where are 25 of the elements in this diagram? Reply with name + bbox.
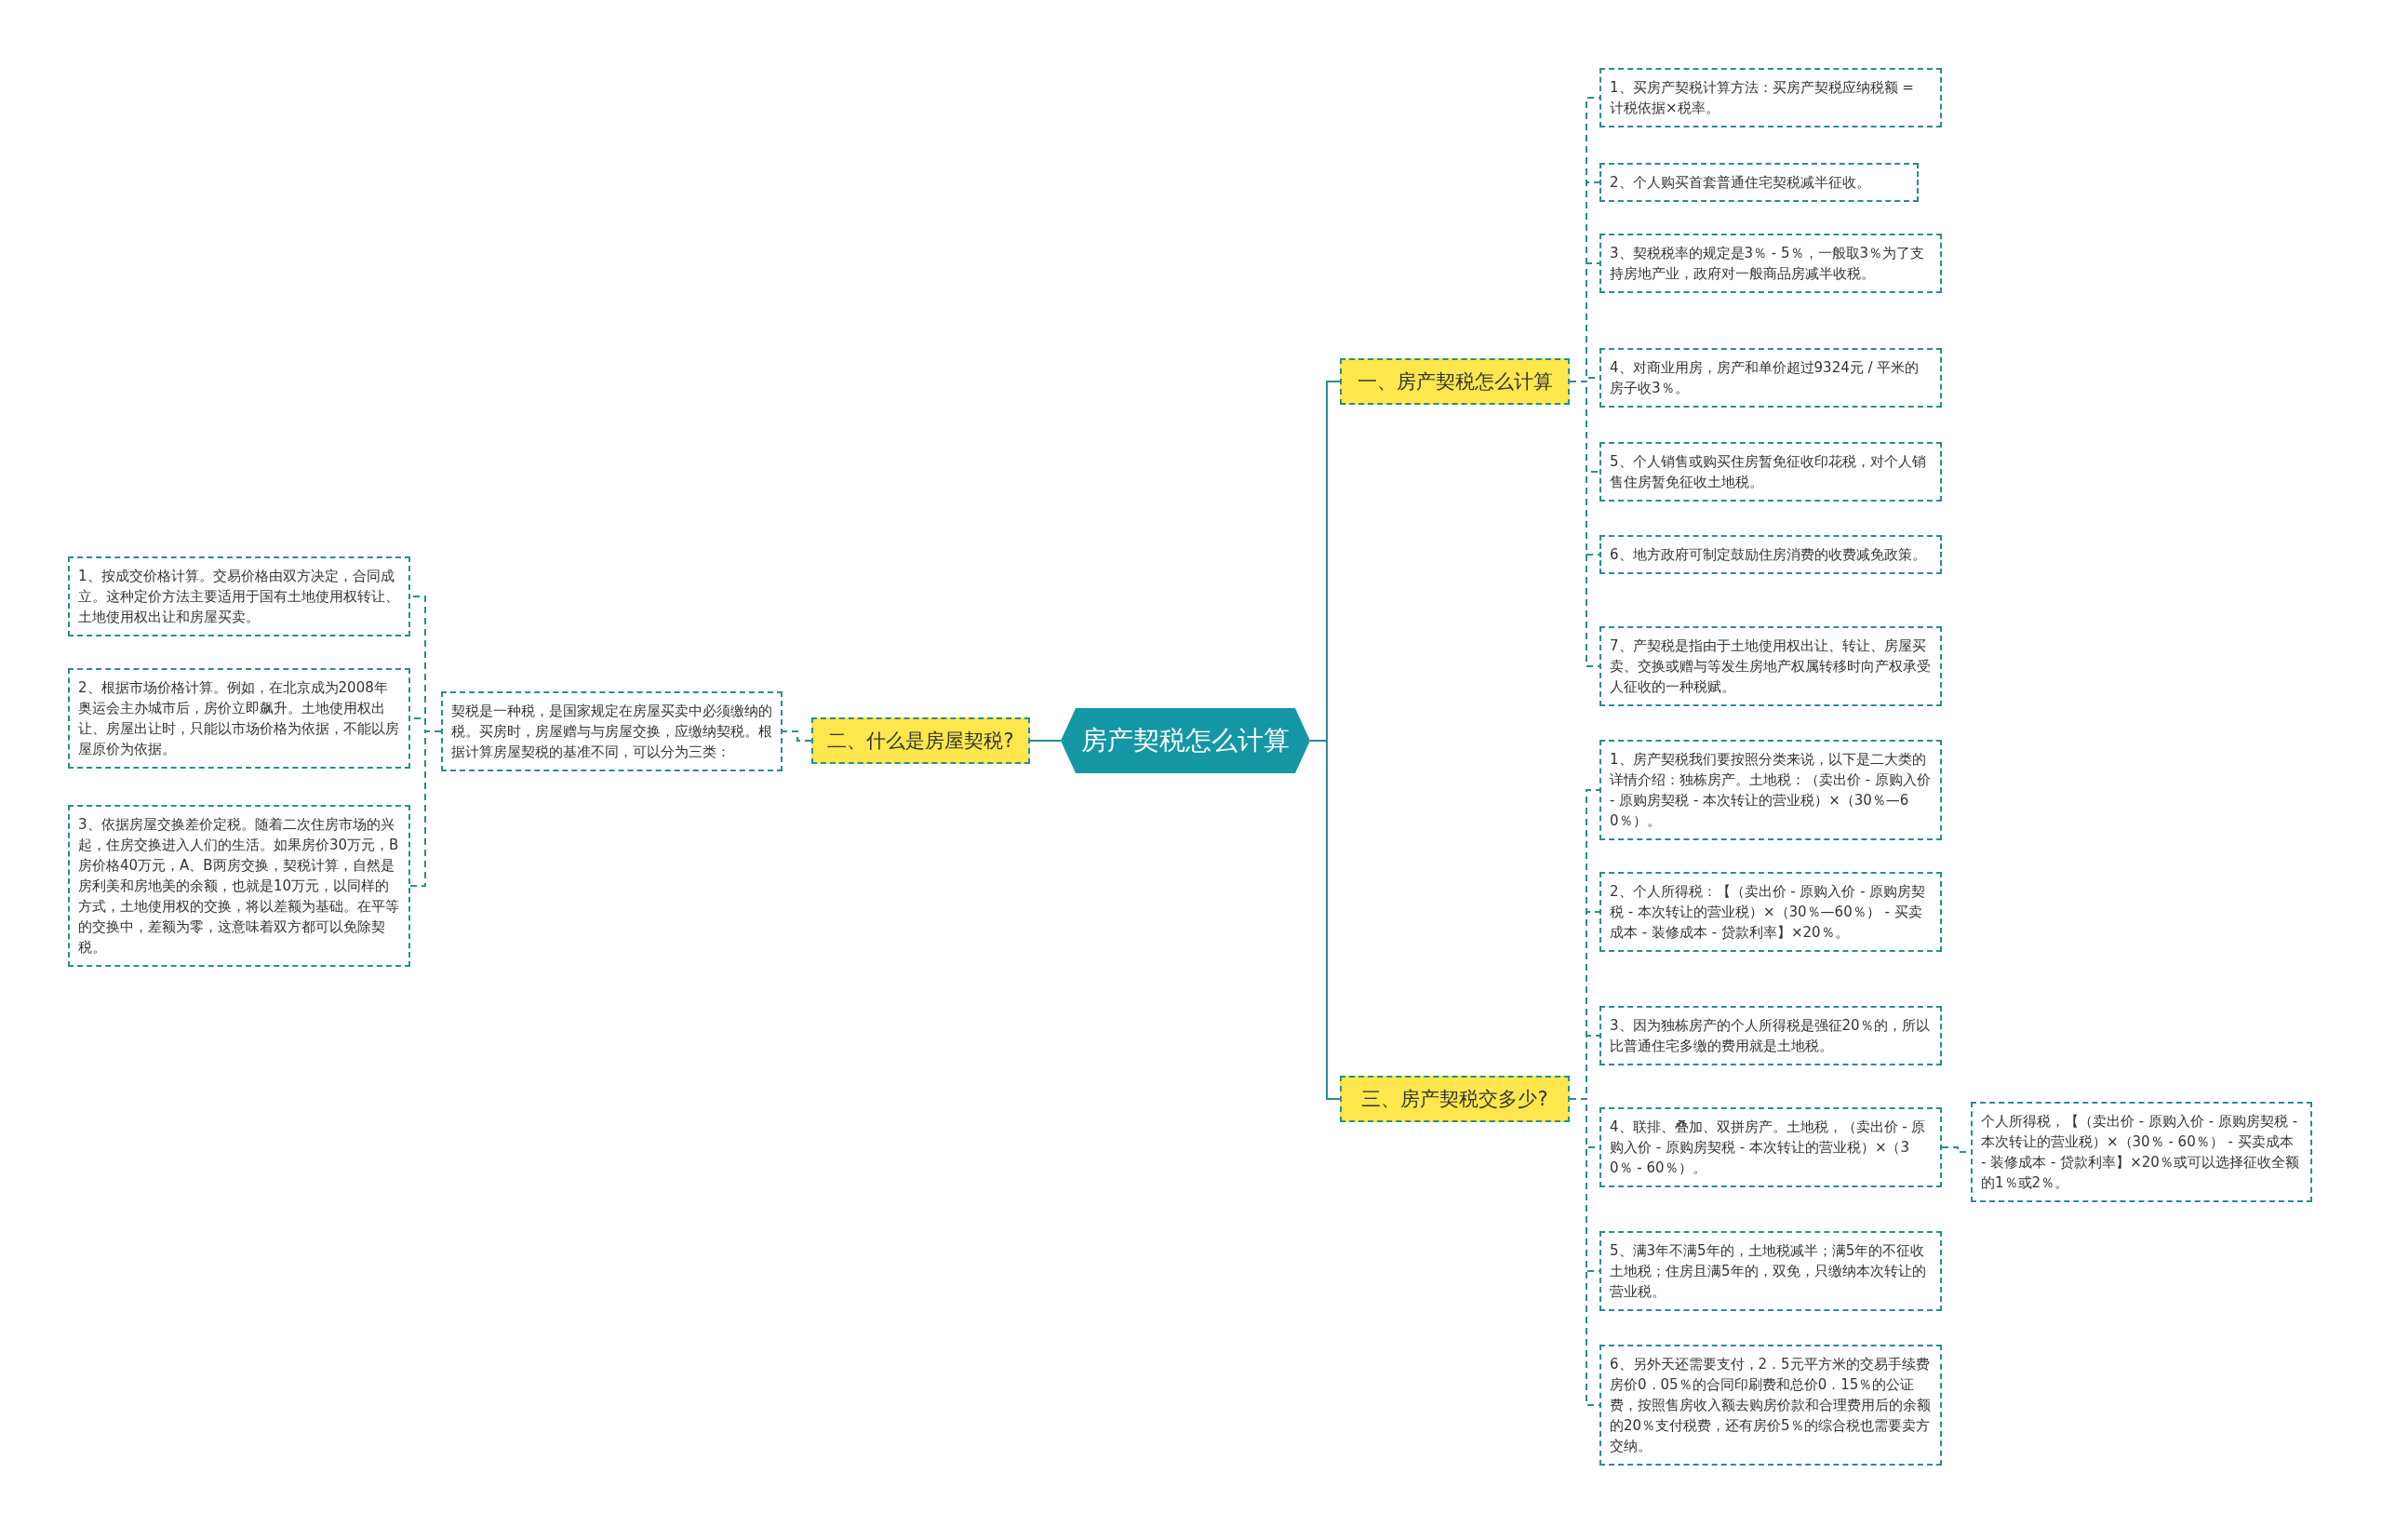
note-box: 3、契税税率的规定是3％ - 5％，一般取3％为了支持房地产业，政府对一般商品房减半收税。	[1599, 234, 1942, 293]
note-box: 5、个人销售或购买住房暂免征收印花税，对个人销售住房暂免征收土地税。	[1599, 442, 1942, 502]
note-box: 2、根据市场价格计算。例如，在北京成为2008年奥运会主办城市后，房价立即飙升。土地使用权出让、房屋出让时，只能以市场价格为依据，不能以房屋原价为依据。	[68, 668, 410, 769]
note-box: 个人所得税，【（卖出价 - 原购入价 - 原购房契税 - 本次转让的营业税）×（30％ - 60％） - 买卖成本 - 装修成本 - 贷款利率】×20％或可以选择征收全额的1％或2％。	[1971, 1102, 2312, 1202]
note-box: 7、产契税是指由于土地使用权出让、转让、房屋买卖、交换或赠与等发生房地产权属转移时向产权承受人征收的一种税赋。	[1599, 626, 1942, 706]
note-box: 1、房产契税我们要按照分类来说，以下是二大类的详情介绍：独栋房产。土地税：（卖出价 - 原购入价 - 原购房契税 - 本次转让的营业税）×（30％—60％）。	[1599, 740, 1942, 840]
note-box: 1、按成交价格计算。交易价格由双方决定，合同成立。这种定价方法主要适用于国有土地使用权转让、土地使用权出让和房屋买卖。	[68, 556, 410, 636]
branch-topic-box: 一、房产契税怎么计算	[1340, 358, 1570, 405]
note-box: 2、个人购买首套普通住宅契税减半征收。	[1599, 163, 1919, 202]
connector-line	[1569, 381, 1600, 667]
note-box: 6、另外天还需要支付，2．5元平方米的交易手续费房价0．05％的合同印刷费和总价0．15％的公证费，按照售房收入额去购房价款和合理费用后的余额的20％支付税费，还有房价5％的综合税也需要卖方交纳。	[1599, 1345, 1942, 1466]
note-box: 1、买房产契税计算方法：买房产契税应纳税额 = 计税依据×税率。	[1599, 68, 1942, 127]
note-box: 6、地方政府可制定鼓励住房消费的收费减免政策。	[1599, 535, 1942, 574]
note-box: 4、联排、叠加、双拼房产。土地税，（卖出价 - 原购入价 - 原购房契税 - 本次转让的营业税）×（30％ - 60％）。	[1599, 1107, 1942, 1187]
note-box: 4、对商业用房，房产和单价超过9324元 / 平米的房子收3％。	[1599, 348, 1942, 408]
branch-topic-box: 二、什么是房屋契税?	[811, 717, 1030, 764]
connector-line	[782, 730, 812, 742]
connector-line	[1029, 740, 1062, 742]
connector-line	[409, 730, 442, 887]
note-box: 5、满3年不满5年的，土地税减半；满5年的不征收土地税；住房且满5年的，双免，只缴纳本次转让的营业税。	[1599, 1231, 1942, 1311]
branch-topic-box: 三、房产契税交多少?	[1340, 1076, 1570, 1122]
note-box: 3、因为独栋房产的个人所得税是强征20％的，所以比普通住宅多缴的费用就是土地税。	[1599, 1006, 1942, 1065]
note-box: 3、依据房屋交换差价定税。随着二次住房市场的兴起，住房交换进入人们的生活。如果房价30万元，B房价格40万元，A、B两房交换，契税计算，自然是房利美和房地美的余额，也就是10万元，以同样的方式，土地使用权的交换，将以差额为基础。在平等的交换中，差额为零，这意味着双方都可以免除契税。	[68, 805, 410, 967]
note-box: 契税是一种税，是国家规定在房屋买卖中必须缴纳的税。买房时，房屋赠与与房屋交换，应缴纳契税。根据计算房屋契税的基准不同，可以分为三类：	[441, 691, 783, 771]
note-box: 2、个人所得税：【（卖出价 - 原购入价 - 原购房契税 - 本次转让的营业税）×（30％—60％） - 买卖成本 - 装修成本 - 贷款利率】×20％。	[1599, 872, 1942, 952]
